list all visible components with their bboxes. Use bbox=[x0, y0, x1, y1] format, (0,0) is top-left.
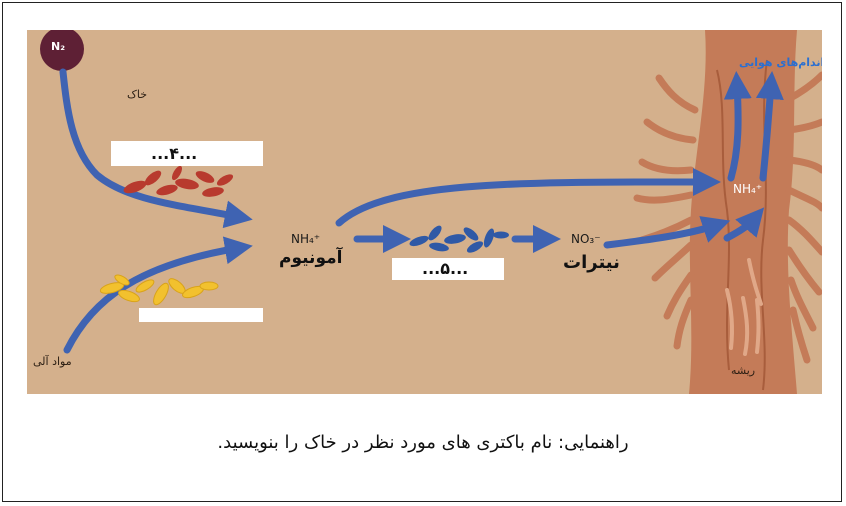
blue-bacteria-cluster bbox=[409, 225, 509, 253]
nitrogen-cycle-diagram: N₂ خاک ...۴... ...۵... مواد آلی NH₄⁺ آمو… bbox=[27, 30, 822, 394]
blank-box-organic-bacteria[interactable] bbox=[139, 308, 263, 322]
blank-box-5[interactable] bbox=[392, 258, 504, 280]
red-bacteria-cluster bbox=[123, 165, 234, 197]
aerial-parts-label: اندام‌های هوایی bbox=[739, 56, 822, 69]
blank-4-label: ...۴... bbox=[151, 144, 198, 163]
organic-matter-label: مواد آلی bbox=[33, 355, 72, 368]
nh4-root-label: NH₄⁺ bbox=[733, 182, 763, 196]
root-shape bbox=[633, 30, 822, 394]
soil-label: خاک bbox=[127, 88, 147, 101]
diagram-graphics bbox=[40, 30, 822, 394]
ammonium-label: آمونیوم bbox=[279, 248, 343, 268]
root-label: ریشه bbox=[731, 364, 756, 377]
yellow-bacteria-cluster bbox=[99, 274, 219, 306]
no3-label: NO₃⁻ bbox=[571, 232, 601, 246]
n2-label: N₂ bbox=[51, 40, 66, 53]
blank-5-label: ...۵... bbox=[422, 259, 469, 278]
nh4-center-label: NH₄⁺ bbox=[291, 232, 321, 246]
flow-arrows bbox=[59, 68, 784, 354]
nitrate-label: نیترات bbox=[563, 252, 620, 273]
blank-box-4[interactable] bbox=[111, 141, 263, 166]
n2-circle bbox=[40, 30, 84, 71]
hint-caption: راهنمایی: نام باکتری های مورد نظر در خاک… bbox=[217, 432, 629, 453]
